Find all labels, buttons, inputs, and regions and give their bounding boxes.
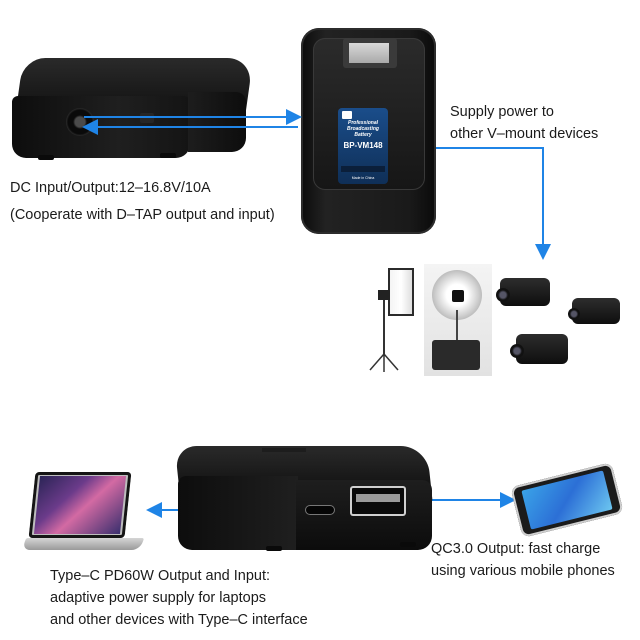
typec-port xyxy=(306,506,334,514)
bottom-device-side xyxy=(178,476,298,550)
softbox-light-icon xyxy=(388,268,414,316)
battery-brand-text: Professional Broadcasting Battery xyxy=(347,120,379,138)
laptop-keyboard-base xyxy=(21,538,145,550)
softbox-head xyxy=(378,290,390,300)
laptop-display xyxy=(33,476,127,534)
supply-caption-line1: Supply power to xyxy=(450,104,554,120)
umbrella-stand xyxy=(456,310,458,340)
camcorder-icon-3 xyxy=(516,334,568,364)
usb-a-tongue xyxy=(356,494,400,502)
qc-caption-line2: using various mobile phones xyxy=(431,563,615,579)
lid-seam xyxy=(262,448,306,452)
camcorder-icon-2 xyxy=(572,298,620,324)
cert-marks xyxy=(341,166,385,172)
foot-right xyxy=(160,153,176,158)
battery-terminal xyxy=(349,43,389,63)
power-bank-side-face xyxy=(188,92,246,152)
qc-caption-line1: QC3.0 Output: fast charge xyxy=(431,541,601,557)
battery-label-sticker: Professional Broadcasting Battery BP-VM1… xyxy=(338,108,388,184)
bottom-foot-left xyxy=(266,546,282,551)
dc-caption-line2: (Cooperate with D–TAP output and input) xyxy=(10,207,275,223)
typec-caption-line1: Type–C PD60W Output and Input: xyxy=(50,568,271,584)
dc-caption-line1: DC Input/Output:12–16.8V/10A xyxy=(10,180,211,196)
camcorder-lens xyxy=(496,288,510,302)
supply-arrow xyxy=(436,147,551,260)
battery-origin-text: Made in China xyxy=(351,176,375,180)
dc-caption: DC Input/Output:12–16.8V/10A (Cooperate … xyxy=(10,177,275,226)
typec-caption: Type–C PD60W Output and Input: adaptive … xyxy=(50,565,308,631)
umbrella-head xyxy=(452,290,464,302)
bottom-foot-right xyxy=(400,542,416,547)
supply-caption-line2: other V–mount devices xyxy=(450,126,599,142)
softbox-stand xyxy=(383,300,385,354)
qc-caption: QC3.0 Output: fast charge using various … xyxy=(431,538,615,582)
battery-model-text: BP-VM148 xyxy=(343,141,383,150)
foot-left xyxy=(38,155,54,160)
typec-caption-line3: and other devices with Type–C interface xyxy=(50,612,308,628)
equipment-case xyxy=(432,340,480,370)
camcorder-lens-2 xyxy=(568,308,580,320)
supply-caption: Supply power to other V–mount devices xyxy=(450,101,598,145)
camcorder-lens-3 xyxy=(510,344,524,358)
brand-logo-icon xyxy=(342,111,352,119)
typec-caption-line2: adaptive power supply for laptops xyxy=(50,590,267,606)
